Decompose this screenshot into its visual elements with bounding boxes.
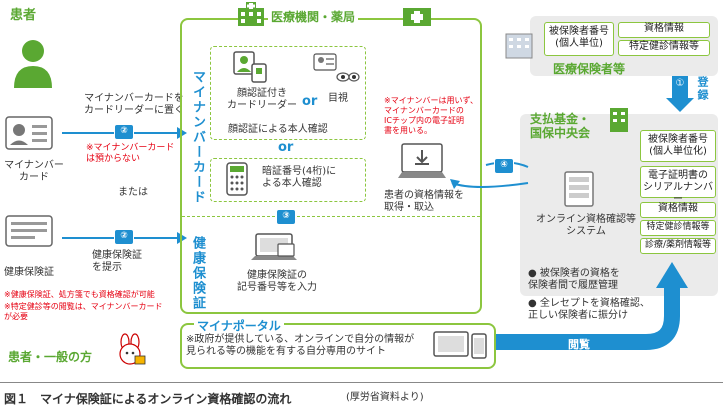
card-not-kept-note: ※マイナンバーカード は預からない [86, 143, 175, 164]
medical-institution-label: 医療機関・薬局 [268, 8, 359, 25]
fund-building-icon [610, 108, 628, 132]
patient-label: 患者 [10, 8, 37, 23]
devices-icon [433, 331, 487, 359]
or-text-left: または [118, 187, 148, 198]
figure-caption-source: (厚労省資料より) [346, 392, 424, 403]
ic-chip-note: ※マイナンバーは用いず、 マイナンバーカードの ICチップ内の電子証明 書を用い… [384, 96, 478, 135]
patient-general-label: 患者・一般の方 [8, 350, 93, 364]
registration-arrow [666, 76, 694, 112]
step-number-4: ④ [494, 158, 514, 174]
fund-item-1: 被保険者番号 (個人単位化) [640, 130, 716, 162]
insurer-item-2: 資格情報 [618, 22, 710, 38]
insurance-card-label: 健康保険証 [4, 267, 54, 278]
bullet-1: ● 被保険者の資格を 保険者間で履歴管理 [528, 268, 620, 291]
face-auth-caption: 顔認証による本人確認 [226, 124, 330, 136]
insurance-card-icon [5, 215, 53, 247]
bullet-1-text: 被保険者の資格を 保険者間で履歴管理 [528, 268, 620, 291]
insurer-item-1: 被保険者番号 (個人単位) [544, 22, 614, 56]
online-system-label: オンライン資格確認等 システム [536, 214, 636, 237]
bullet-2: ● 全レセプトを資格確認、 正しい保険者に振分け [528, 298, 650, 321]
face-reader-label: 顔認証付き カードリーダー [227, 88, 297, 111]
mascot-icon [119, 333, 146, 365]
step-number-2b: ② [114, 229, 134, 245]
browse-arrow [496, 262, 688, 350]
step-number-2a: ② [114, 124, 134, 140]
fund-label: 支払基金・ 国保中央会 [530, 112, 591, 140]
mynumber-card-icon [5, 116, 53, 150]
caption-rule [0, 382, 723, 383]
fund-item-2: 電子証明書の シリアルナンバー [640, 166, 716, 205]
mynumber-card-label: マイナンバー カード [4, 160, 64, 183]
note-insurance-2: ※特定健診等の閲覧は、マイナンバーカード が必要 [4, 302, 163, 321]
myportal-panel [180, 323, 496, 369]
insurer-building-icon [505, 33, 533, 59]
vertical-insurance-label: 健康保険証 [190, 236, 205, 311]
download-laptop-icon [398, 143, 446, 178]
visual-check-label: 目視 [328, 93, 348, 104]
arrow-head-icon [177, 127, 187, 139]
server-icon [564, 171, 594, 207]
step-number-3: ③ [276, 209, 296, 225]
figure-caption: 図１ マイナ保険証によるオンライン資格確認の流れ [4, 392, 292, 406]
hospital-icon [238, 2, 264, 26]
insurer-label: 医療保険者等 [553, 62, 626, 76]
face-auth-group [210, 46, 366, 140]
vertical-mynumber-label: マイナンバーカード [190, 70, 205, 205]
bullet-2-text: 全レセプトを資格確認、 正しい保険者に振分け [528, 298, 650, 321]
get-qualification-text: 患者の資格情報を 取得・取込 [384, 190, 464, 213]
pin-pad-icon [226, 162, 248, 196]
fund-item-5: 診療/薬剤情報等 [640, 238, 716, 254]
or-text-2: or [278, 140, 294, 155]
face-reader-icon [233, 51, 267, 83]
pin-auth-group [210, 158, 366, 202]
pharmacy-icon [403, 8, 431, 26]
or-text-1: or [302, 94, 318, 109]
arrow-head-icon [177, 232, 187, 244]
visual-check-icon [313, 53, 360, 82]
section-divider [182, 216, 480, 217]
laptop-input-icon [251, 233, 297, 260]
step2-insurance-text: 健康保険証 を提示 [92, 250, 142, 273]
fund-item-3: 資格情報 [640, 202, 716, 218]
step2-card-text: マイナンバーカードを カードリーダーに置く [84, 93, 184, 116]
registration-label: 登録 [696, 76, 709, 102]
myportal-title: マイナポータル [194, 317, 284, 334]
pin-auth-label: 暗証番号(4桁)に よる本人確認 [262, 166, 337, 189]
step4-arrow [450, 161, 529, 189]
myportal-desc: ※政府が提供している、オンラインで自分の情報が 見られる等の機能を有する自分専用… [186, 334, 415, 357]
insurer-item-3: 特定健診情報等 [618, 40, 710, 56]
step-number-1: ① [675, 78, 685, 89]
insurance-number-input: 健康保険証の 記号番号等を入力 [237, 270, 317, 293]
person-icon [14, 40, 52, 88]
fund-item-4: 特定健診情報等 [640, 220, 716, 236]
note-insurance-1: ※健康保険証、処方箋でも資格確認が可能 [4, 290, 155, 299]
browse-label: 閲覧 [568, 338, 590, 351]
